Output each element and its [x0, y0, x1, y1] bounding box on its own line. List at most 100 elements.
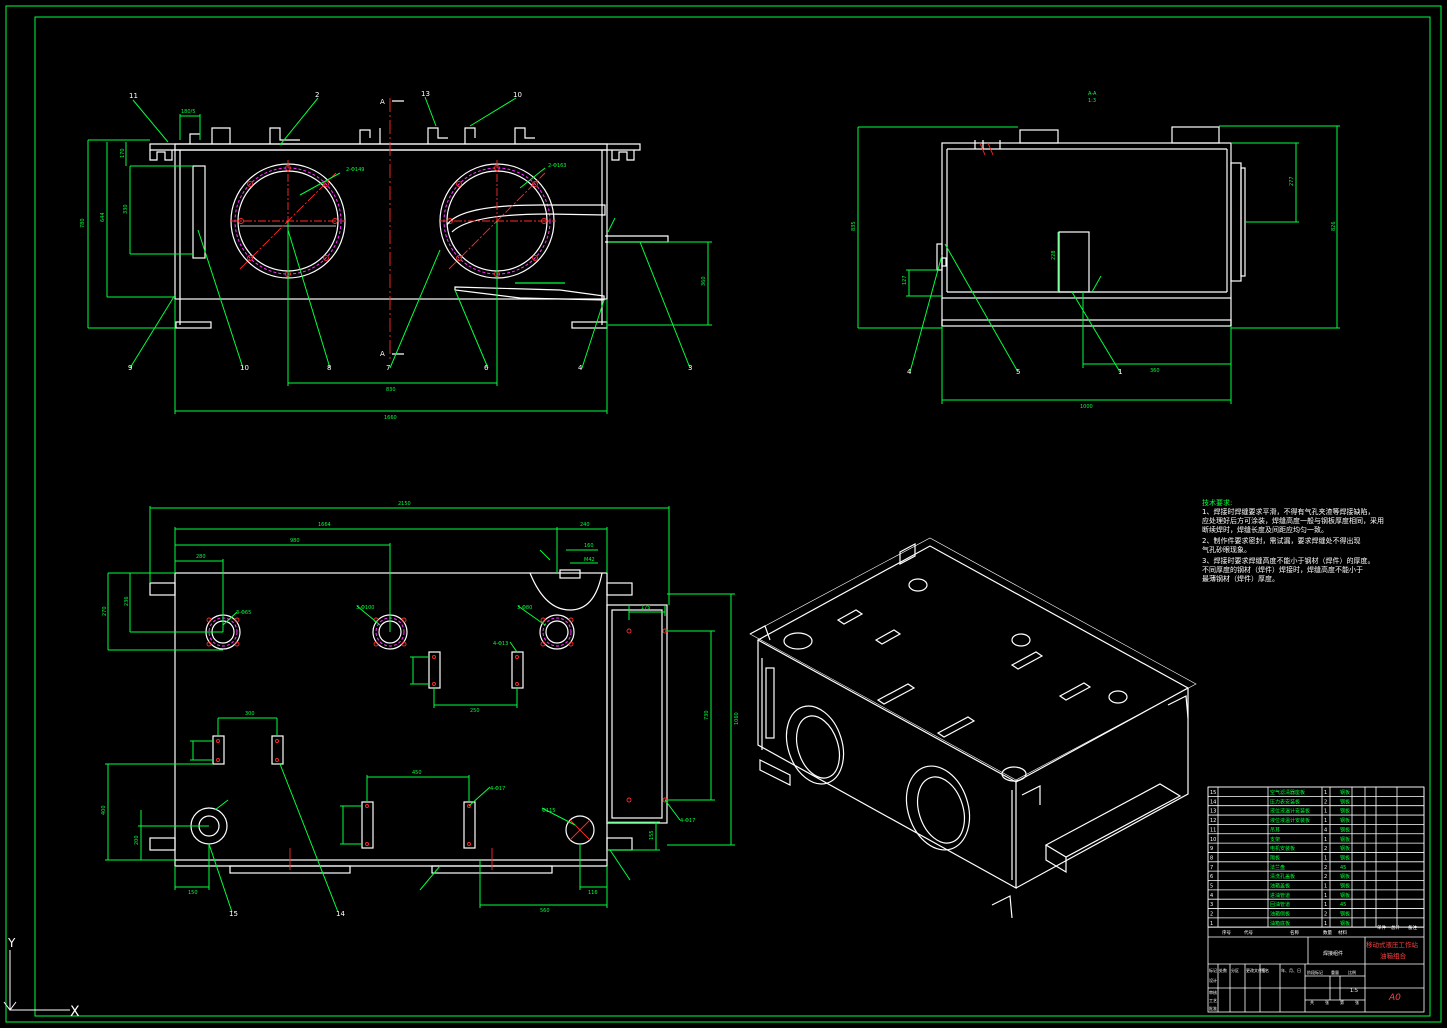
callout-front-2: 13: [421, 90, 430, 98]
side-dim-b: 228: [1051, 250, 1057, 260]
top-dim-overall: 2150: [398, 501, 411, 507]
sheet-label-2: 第: [1340, 999, 1344, 1005]
footer-label-2: 分区: [1231, 967, 1239, 973]
material-label: 焊接组件: [1323, 950, 1343, 957]
bom-row-material: 钢板: [1340, 873, 1350, 880]
bom-row-qty: 1: [1324, 902, 1327, 908]
side-callout-0: 4: [907, 368, 912, 376]
bom-row-qty: 2: [1324, 846, 1327, 852]
bom-row-name: 吊耳: [1270, 827, 1280, 833]
footer-label-1: 处数: [1219, 967, 1227, 973]
stage-label-0: 阶段标记: [1307, 969, 1323, 975]
top-dim-d6: M42: [584, 557, 595, 563]
notes-line-3: 2、制作件要求密封，需试漏，要求焊缝处不得出现: [1202, 536, 1360, 545]
bom-row-no: 14: [1210, 799, 1216, 805]
bom-row-no: 12: [1210, 818, 1216, 824]
bom-row-no: 4: [1210, 893, 1213, 899]
front-view-dimensions: 1660 830 780 644 170 330 360 2-Φ149 2-Φ1…: [80, 90, 712, 421]
bom-row-name: 空气滤清器座板: [1270, 789, 1305, 796]
bom-row-qty: 4: [1324, 827, 1327, 833]
top-dim-d11: 1060: [734, 712, 740, 725]
bom-row-name: 支架: [1270, 836, 1280, 843]
sheet-label-3: 张: [1355, 999, 1359, 1005]
footer-label-4: 签名: [1261, 967, 1269, 973]
bom-header-label: 总计: [1391, 924, 1400, 931]
hole-label-0: 3-Φ65: [236, 610, 251, 616]
section-scale: 1:3: [1088, 98, 1096, 104]
bom-row-name: 电机安装板: [1270, 845, 1295, 852]
top-dim-d8: 236: [124, 596, 130, 606]
top-dim-d17: 560: [540, 908, 550, 914]
bom-row-name: 油箱底板: [1270, 920, 1290, 927]
bom-row-qty: 1: [1324, 818, 1327, 824]
footer2-label-2: 工艺: [1209, 998, 1217, 1003]
top-dim-d19: 150: [188, 890, 198, 896]
bom-header-label: 序号: [1222, 929, 1231, 936]
bom-row-qty: 1: [1324, 893, 1327, 899]
callout-front-4: 9: [128, 364, 132, 372]
bom-row-no: 11: [1210, 827, 1216, 833]
top-dim-d1: 1664: [318, 522, 331, 528]
bom-row-qty: 1: [1324, 837, 1327, 843]
bom-row-material: 钢板: [1340, 808, 1350, 815]
top-dim-d3: 280: [196, 554, 206, 560]
bom-row-name: 回油管道: [1270, 901, 1290, 908]
side-dim-width: 1000: [1080, 404, 1093, 410]
top-dim-d4: 240: [580, 522, 590, 528]
bom-row-material: 钢板: [1340, 789, 1350, 796]
bom-row-qty: 1: [1324, 790, 1327, 796]
top-callout-1: 14: [336, 910, 345, 918]
stage-label-1: 重量: [1331, 969, 1339, 975]
bom-row-no: 7: [1210, 865, 1213, 871]
notes-line-6: 不同厚度的钢材（焊件）焊接时，焊缝高度不能小于: [1202, 565, 1363, 574]
bom-row-name: 清洗孔盖板: [1270, 873, 1295, 880]
bom-row-material: 钢板: [1340, 798, 1350, 805]
bom-row-no: 6: [1210, 874, 1213, 880]
callout-front-12: 3: [688, 364, 692, 372]
scale-value: 1:5: [1350, 988, 1358, 994]
top-dim-d14: 300: [245, 711, 255, 717]
hole-label-4: 4-Φ17: [490, 786, 505, 792]
top-dim-d20: 200: [134, 835, 140, 845]
callout-front-7: 8: [327, 364, 331, 372]
bom-header-label: 单件: [1377, 924, 1386, 931]
technical-notes: 技术要求: 1、焊接时焊缝要求平滑，不得有气孔夹渣等焊接缺陷， 应处理好后方可涂…: [1202, 498, 1384, 583]
bom-header-label: 材料: [1338, 929, 1347, 936]
bom-row-qty: 1: [1324, 855, 1327, 861]
bom-row-material: 钢板: [1340, 836, 1350, 843]
bom-row-name: 油箱侧板: [1270, 911, 1290, 918]
notes-line-0: 1、焊接时焊缝要求平滑，不得有气孔夹渣等焊接缺陷，: [1202, 507, 1374, 516]
dim-overall-width: 1660: [384, 415, 397, 421]
bom-row-no: 5: [1210, 884, 1213, 890]
side-dim-height: 835: [851, 221, 857, 231]
dim-stub: 180/5: [181, 109, 195, 115]
dim-c: 360: [701, 276, 707, 286]
bom-row-material: 钢板: [1340, 892, 1350, 899]
callout-front-5: 10: [240, 364, 249, 372]
bom-row-name: 液位液温计安装板: [1270, 808, 1310, 815]
hole-label-1: 3-Φ100: [356, 605, 374, 611]
side-dim-a: 277: [1289, 176, 1295, 186]
drawing-title-line1: 移动式液压工作站: [1366, 940, 1419, 949]
ucs-x-label: X: [70, 1004, 80, 1020]
footer2-label-3: 批准: [1209, 1005, 1217, 1011]
bom-row-material: 45: [1340, 865, 1346, 871]
ucs-y-label: Y: [7, 936, 16, 950]
footer-label-0: 标记: [1209, 967, 1217, 973]
callout-front-8: 7: [386, 364, 390, 372]
drawing-title-line2: 油箱组合: [1380, 951, 1407, 960]
bom-row-no: 15: [1210, 790, 1216, 796]
bom-row-qty: 2: [1324, 799, 1327, 805]
bom-row-no: 3: [1210, 902, 1213, 908]
dim-height-inner: 644: [100, 212, 106, 222]
callout-front-1: 2: [315, 91, 319, 99]
dim-a: 170: [120, 148, 126, 158]
side-dim-c: 127: [902, 275, 908, 285]
section-mark-bottom: A: [380, 350, 385, 358]
side-dim-depth: 360: [1150, 368, 1160, 374]
top-dim-d18: 155: [649, 830, 655, 840]
side-view-dimensions: A-A 1:3 835 826 1000 360 277 228 127 4 5…: [851, 91, 1340, 410]
notes-title: 技术要求:: [1202, 498, 1232, 507]
hole-label-5: 4-Φ17: [680, 818, 695, 824]
